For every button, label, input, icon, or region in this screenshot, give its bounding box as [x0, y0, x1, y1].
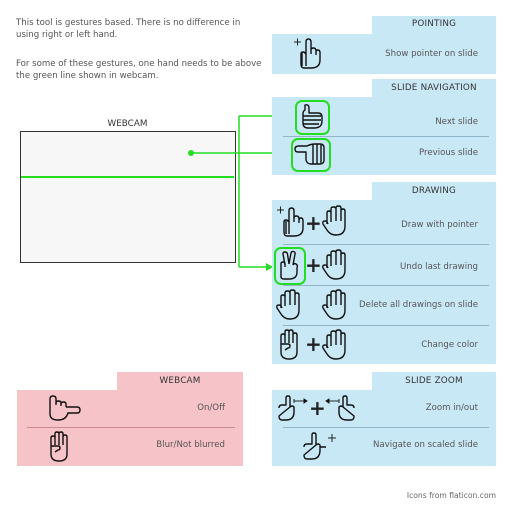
slide-zoom-panel [272, 390, 496, 466]
divider [283, 136, 489, 137]
open-hand-icon [322, 205, 346, 236]
next-slide-label: Next slide [435, 117, 478, 127]
previous-slide-label: Previous slide [418, 148, 478, 158]
open-hand-icon [322, 289, 346, 320]
webcam-green-line [21, 176, 234, 178]
drawing-title: DRAWING [411, 186, 457, 196]
webcam-panel-tab [117, 372, 243, 390]
open-hand-icon [276, 289, 300, 320]
l-hand-mirrored-icon [325, 395, 355, 421]
intro-text-2: For some of these gestures, one hand nee… [16, 59, 262, 81]
slide-zoom-tab [372, 372, 496, 390]
pointing-tab [372, 16, 496, 34]
divider [283, 427, 489, 428]
webcam-panel-title: WEBCAM [159, 376, 201, 386]
webcam-panel [17, 390, 243, 466]
open-hand-icon [322, 249, 346, 280]
drawing-panel [272, 200, 496, 364]
four-fingers-hand-icon [50, 431, 68, 462]
thumb-left-fist-icon [294, 143, 325, 165]
pinky-thumb-hand-icon [49, 395, 81, 421]
pointing-title: POINTING [411, 19, 457, 29]
two-fingers-hand-icon [280, 250, 299, 280]
slide-navigation-tab [372, 79, 496, 97]
change-color-label: Change color [421, 340, 478, 350]
plus-sign: + [305, 211, 322, 235]
previous-slide-highlight [291, 138, 331, 172]
blur-label: Blur/Not blurred [156, 440, 225, 450]
delete-all-drawings-label: Delete all drawings on slide [359, 300, 478, 310]
plus-sign: + [305, 332, 322, 356]
next-slide-highlight [295, 100, 330, 135]
draw-with-pointer-label: Draw with pointer [401, 220, 478, 230]
slide-navigation-title: SLIDE NAVIGATION [391, 83, 477, 93]
plus-sign: + [305, 253, 322, 277]
pointing-hand-icon [294, 38, 321, 69]
webcam-view-title: WEBCAM [107, 119, 148, 129]
intro-text-1: This tool is gestures based. There is no… [16, 18, 241, 40]
open-hand-icon [322, 329, 346, 360]
drawing-tab [372, 182, 496, 200]
on-off-label: On/Off [197, 403, 225, 413]
divider [283, 285, 489, 286]
divider [283, 325, 489, 326]
divider [27, 427, 235, 428]
l-hand-icon [303, 432, 336, 460]
icon-credit: Icons from flaticon.com [406, 491, 496, 500]
l-hand-icon [278, 395, 308, 421]
navigate-scaled-slide-label: Navigate on scaled slide [372, 440, 478, 450]
slide-zoom-title: SLIDE ZOOM [405, 376, 463, 386]
thumb-up-fist-icon [302, 104, 323, 129]
plus-sign: + [309, 396, 326, 420]
zoom-in-out-label: Zoom in/out [425, 403, 478, 413]
undo-last-drawing-label: Undo last drawing [400, 262, 478, 272]
undo-highlight [274, 247, 306, 285]
divider [283, 244, 489, 245]
pointing-hand-icon [277, 206, 304, 237]
four-fingers-hand-icon [280, 329, 298, 360]
pointing-row-label: Show pointer on slide [385, 49, 478, 59]
